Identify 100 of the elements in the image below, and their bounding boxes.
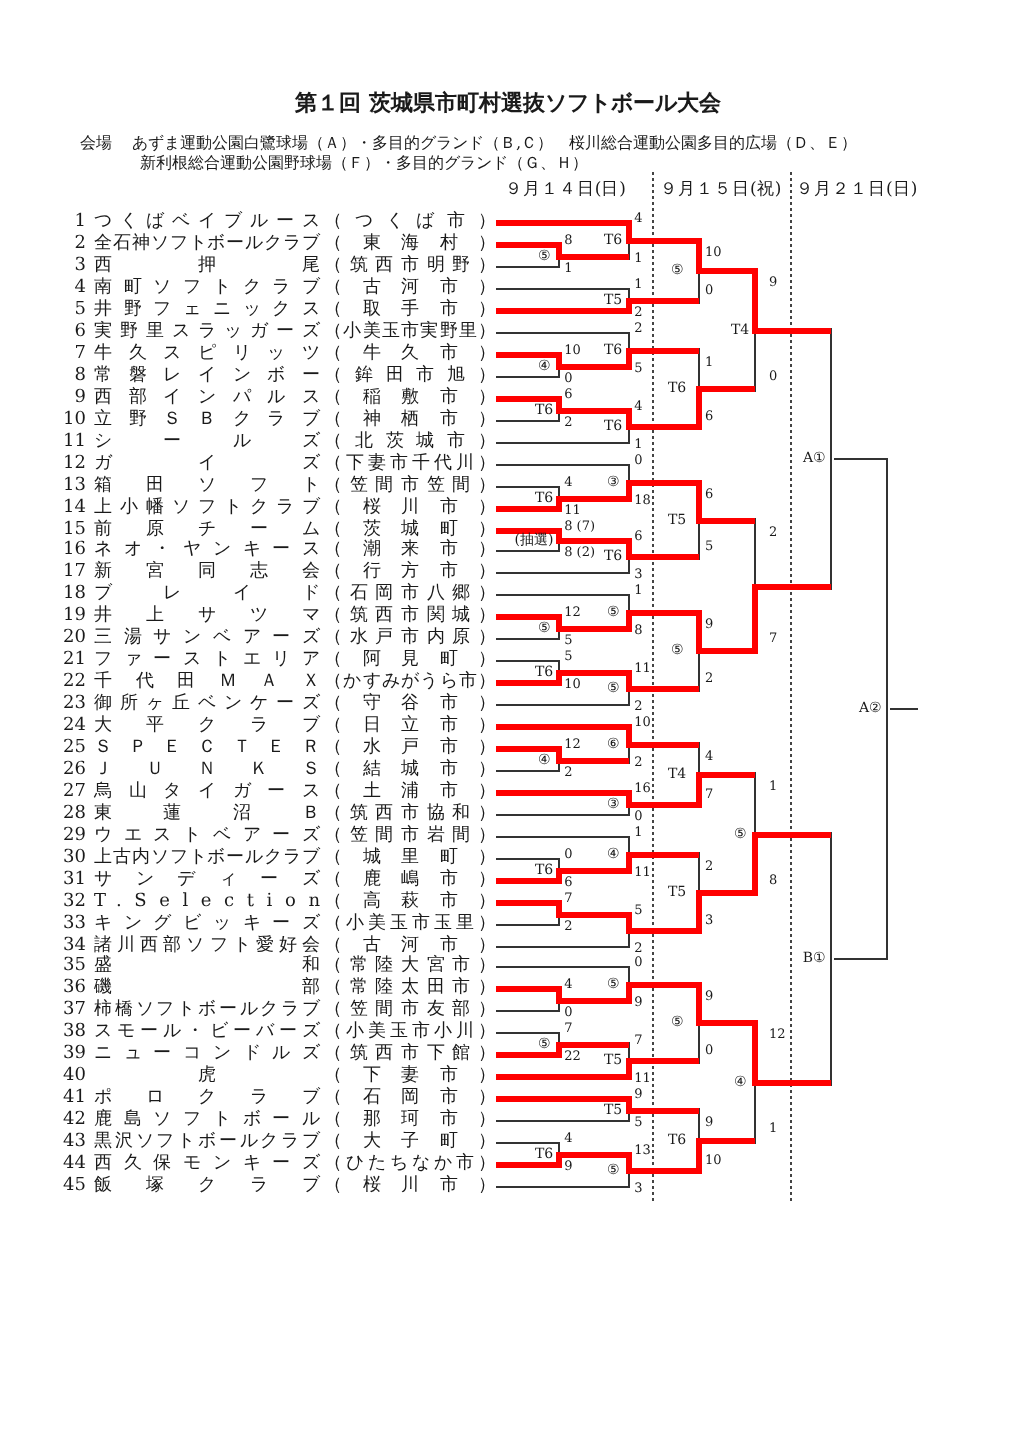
team-city: （神栖市） xyxy=(324,412,496,430)
bracket-line xyxy=(702,772,728,778)
entry-number: 45 xyxy=(61,1178,86,1196)
entry-number: 28 xyxy=(61,806,86,824)
bracket-line xyxy=(562,1152,600,1158)
team-name: 虎 xyxy=(196,1068,218,1086)
entry-number: 30 xyxy=(61,850,86,868)
team-city: （下妻市千代川） xyxy=(324,456,496,474)
title: 第１回 茨城県市町村選抜ソフトボール大会 xyxy=(295,92,721,114)
team-city: （小美玉市小川） xyxy=(324,1024,496,1042)
entry-number: 8 xyxy=(72,368,86,386)
team-name: 全石神ソフトボールクラブ xyxy=(94,236,320,254)
bracket-line xyxy=(496,550,512,552)
team-city: （城里町） xyxy=(324,850,496,868)
team-name: 牛久スピリッツ xyxy=(94,346,320,364)
entry-number: 44 xyxy=(61,1156,86,1174)
entry-number: 21 xyxy=(61,652,86,670)
bracket-line xyxy=(758,584,800,590)
team-city: （笠間市笠間） xyxy=(324,478,496,496)
bracket-line xyxy=(632,742,658,748)
entry-number: 14 xyxy=(61,500,86,518)
bracket-line xyxy=(496,986,532,992)
team-city: （古河市） xyxy=(324,938,496,956)
entry-number: 15 xyxy=(61,522,86,540)
entry-number: 32 xyxy=(61,894,86,912)
bracket-line xyxy=(496,288,600,290)
bracket-line xyxy=(496,1074,600,1080)
team-city: （笠間市友部） xyxy=(324,1002,496,1020)
bracket-line xyxy=(562,496,600,502)
bracket-line xyxy=(632,1058,658,1064)
venue-list: 新利根総合運動公園野球場（Ｆ）・多目的グランド（Ｇ、Ｈ） xyxy=(140,154,588,171)
team-city: （阿見町） xyxy=(324,652,496,670)
bracket-line xyxy=(632,480,658,486)
bracket-line xyxy=(496,1186,600,1188)
bracket-line xyxy=(496,966,600,968)
entry-number: 34 xyxy=(61,938,86,956)
bracket-line xyxy=(496,858,532,860)
bracket-line xyxy=(496,1032,532,1034)
team-city: （石岡市） xyxy=(324,1090,496,1108)
entry-number: 36 xyxy=(61,980,86,998)
bracket-line xyxy=(632,1168,658,1174)
bracket-line xyxy=(496,836,600,838)
bracket-line xyxy=(758,1080,800,1086)
team-name: T.Selection xyxy=(94,894,320,912)
team-city: （稲敷市） xyxy=(324,390,496,408)
team-city: （筑西市明野） xyxy=(324,258,496,276)
team-city: （那珂市） xyxy=(324,1112,496,1130)
team-city: （筑西市関城） xyxy=(324,608,496,626)
team-city: （小美玉市玉里） xyxy=(324,916,496,934)
team-name: 鹿島ソフトボール xyxy=(94,1112,320,1130)
team-name: 井上サツマ xyxy=(94,608,320,626)
bracket-line xyxy=(702,648,728,654)
team-name: 南町ソフトクラブ xyxy=(94,280,320,298)
bracket-line xyxy=(496,266,532,268)
team-city: （結城市） xyxy=(324,762,496,780)
date-heading: ９月１４日(日) xyxy=(504,182,626,200)
entry-number: 25 xyxy=(61,740,86,758)
bracket-line xyxy=(632,424,658,430)
team-city: （水戸市） xyxy=(324,740,496,758)
team-name: 西押尾 xyxy=(94,258,320,276)
team-city: （かすみがうら市） xyxy=(324,674,496,692)
entry-number: 2 xyxy=(72,236,86,254)
team-name: 磯部 xyxy=(94,980,320,998)
entry-number: 9 xyxy=(72,390,86,408)
bracket-line xyxy=(702,268,728,274)
bracket-line xyxy=(562,758,600,764)
team-city: （高萩市） xyxy=(324,894,496,912)
team-name: ＪＵＮＫＳ xyxy=(94,762,320,780)
team-city: （潮来市） xyxy=(324,542,496,560)
bracket-line xyxy=(562,408,600,414)
bracket-line xyxy=(496,746,532,752)
entry-number: 18 xyxy=(61,586,86,604)
team-name: ウエストベアーズ xyxy=(94,828,320,846)
team-name: 箱田ソフト xyxy=(94,478,320,496)
bracket-line xyxy=(496,614,532,620)
team-name: 西久保モンキーズ xyxy=(94,1156,320,1174)
team-name: 上古内ソフトボールクラブ xyxy=(94,850,320,868)
bracket-line xyxy=(632,802,658,808)
bracket-line xyxy=(496,528,512,534)
team-city: （守谷市） xyxy=(324,696,496,714)
bracket-line xyxy=(496,724,600,730)
entry-number: 20 xyxy=(61,630,86,648)
team-city: （常陸大宮市） xyxy=(324,958,496,976)
team-city: （大子町） xyxy=(324,1134,496,1152)
team-name: 前原チーム xyxy=(94,522,320,540)
bracket-line xyxy=(496,1162,532,1168)
team-city: （筑西市協和） xyxy=(324,806,496,824)
team-city: （行方市） xyxy=(324,564,496,582)
team-name: 盛和 xyxy=(94,958,320,976)
team-name: 井野フェニックス xyxy=(94,302,320,320)
team-city: （茨城町） xyxy=(324,522,496,540)
bracket-line xyxy=(632,982,658,988)
bracket-line xyxy=(496,396,532,402)
team-name: 飯塚クラブ xyxy=(94,1178,320,1196)
entry-number: 11 xyxy=(61,434,86,452)
team-city: （取手市） xyxy=(324,302,496,320)
team-city: （日立市） xyxy=(324,718,496,736)
team-name: 烏山タイガース xyxy=(94,784,320,802)
entry-number: 26 xyxy=(61,762,86,780)
team-name: ＳＰＥＣＴＥＲ xyxy=(94,740,320,758)
